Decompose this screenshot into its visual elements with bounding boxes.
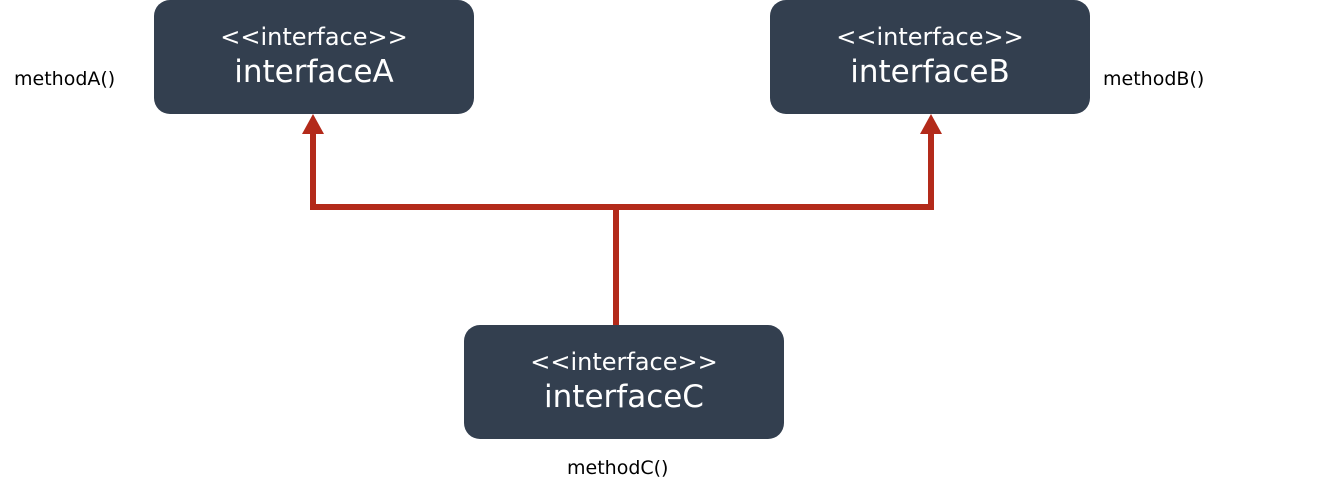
interface-c-stereotype: <<interface>> xyxy=(530,348,718,376)
interface-c-name: interfaceC xyxy=(544,379,704,415)
interface-b-stereotype: <<interface>> xyxy=(836,23,1024,51)
interface-a-box: <<interface>> interfaceA xyxy=(154,0,474,114)
interface-b-name: interfaceB xyxy=(850,54,1010,90)
interface-c-box: <<interface>> interfaceC xyxy=(464,325,784,439)
interface-b-box: <<interface>> interfaceB xyxy=(770,0,1090,114)
interface-b-method: methodB() xyxy=(1103,68,1205,90)
interface-a-name: interfaceA xyxy=(234,54,394,90)
arrowhead-to-interface-a xyxy=(302,114,324,134)
interface-c-method: methodC() xyxy=(567,457,669,479)
interface-a-stereotype: <<interface>> xyxy=(220,23,408,51)
arrowhead-to-interface-b xyxy=(920,114,942,134)
interface-a-method: methodA() xyxy=(14,68,116,90)
